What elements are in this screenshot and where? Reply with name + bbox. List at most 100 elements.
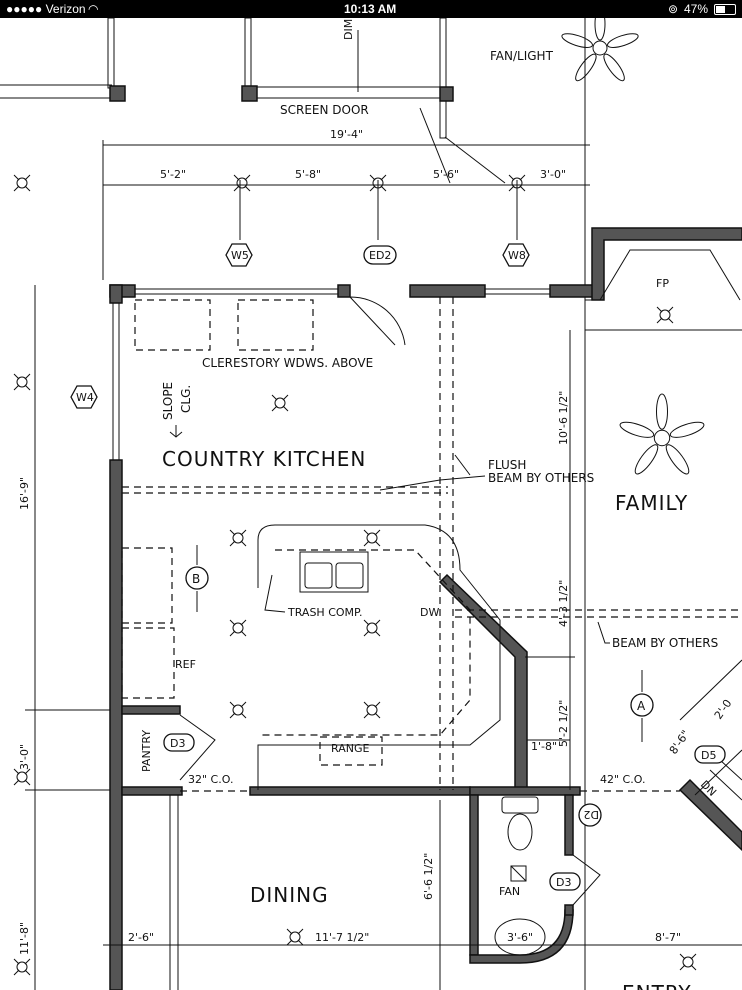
carrier: ●●●●● Verizon — [6, 2, 86, 16]
pantry-door — [179, 714, 216, 781]
battery-icon — [714, 4, 736, 15]
clock: 10:13 AM — [344, 2, 397, 16]
room-country-kitchen: COUNTRY KITCHEN — [162, 447, 366, 471]
svg-text:W5: W5 — [231, 249, 249, 262]
bath-door — [572, 854, 601, 906]
dim-5-6: 5'-6" — [433, 168, 459, 181]
dim-3-0-left: 3'-0" — [18, 744, 31, 770]
dim-stair-8-6: 8'-6" — [667, 728, 693, 757]
light-fixture-icon — [13, 174, 31, 192]
svg-text:D2: D2 — [584, 808, 599, 821]
note-dw: DW — [420, 606, 439, 619]
flush-beam-leader — [379, 454, 486, 491]
svg-text:B: B — [192, 572, 200, 586]
note-clerestory: CLERESTORY WDWS. ABOVE — [202, 356, 373, 370]
note-clg: CLG. — [179, 385, 193, 413]
svg-text:W4: W4 — [76, 391, 94, 404]
light-fixture-icon — [286, 928, 304, 946]
dim-8-7: 8'-7" — [655, 931, 681, 944]
tag-d3-bath: D3 — [549, 872, 581, 891]
dim-2-6: 2'-6" — [128, 931, 154, 944]
elevation-marker-a: A — [630, 670, 654, 742]
trash-comp-leader — [264, 574, 286, 613]
walls — [109, 227, 742, 990]
light-fixture-icon — [679, 953, 697, 971]
beam-leader — [597, 621, 610, 644]
light-fixture-icon — [369, 174, 387, 192]
note-flush-beam: BEAM BY OTHERS — [488, 471, 594, 485]
light-fixture-icon — [229, 619, 247, 637]
dim-3-6: 3'-6" — [507, 931, 533, 944]
dim-3-0: 3'-0" — [540, 168, 566, 181]
dim-1-8: 1'-8" — [531, 740, 557, 753]
slope-arrow-icon — [169, 425, 183, 438]
note-pantry: PANTRY — [140, 730, 153, 772]
svg-text:D5: D5 — [701, 749, 716, 762]
floor-plan[interactable]: DIM 19'-4" 5'-2" 5'-8" 5'-6" 3'-0" SCREE… — [0, 18, 742, 990]
light-fixture-icon — [233, 174, 251, 192]
light-fixture-icon — [229, 529, 247, 547]
light-fixture-icon — [13, 373, 31, 391]
note-slope: SLOPE — [161, 382, 175, 420]
status-bar: ●●●●● Verizon ◠ 10:13 AM ⊚ 47% — [0, 0, 742, 18]
svg-text:D3: D3 — [170, 737, 185, 750]
porch-framing — [0, 18, 586, 990]
screen-door-leader — [419, 107, 451, 184]
note-fan: FAN — [499, 885, 520, 898]
light-fixture-icon — [508, 174, 526, 192]
light-fixture-icon — [13, 958, 31, 976]
svg-text:D3: D3 — [556, 876, 571, 889]
note-42-co: 42" C.O. — [600, 773, 645, 786]
left-dimensions — [25, 285, 742, 990]
dim-5-2-half: 5'-2 1/2" — [557, 700, 570, 747]
dim-6-6-half: 6'-6 1/2" — [422, 853, 435, 900]
note-trash-comp: TRASH COMP. — [287, 606, 362, 619]
room-family: FAMILY — [615, 491, 688, 515]
top-dimensions — [102, 140, 590, 280]
room-entry: ENTRY — [622, 981, 692, 990]
screen-door — [444, 136, 506, 184]
note-fp: FP — [656, 277, 669, 290]
svg-text:W8: W8 — [508, 249, 526, 262]
ceiling-fan-icon — [561, 18, 639, 82]
light-fixture-icon — [363, 619, 381, 637]
light-fixture-icon — [13, 768, 31, 786]
note-screen-door: SCREEN DOOR — [280, 103, 369, 117]
note-range: RANGE — [331, 742, 369, 755]
bath-fixtures — [494, 796, 546, 956]
dim-stair-2-0: 2'-0 — [712, 697, 735, 722]
light-fixture-icon — [363, 529, 381, 547]
battery-percent: 47% — [684, 2, 709, 16]
tag-d2: D2 — [578, 803, 602, 827]
light-fixture-icon — [271, 394, 289, 412]
tag-d5: D5 — [694, 745, 726, 764]
note-flush: FLUSH — [488, 458, 526, 472]
dim-16-9: 16'-9" — [18, 477, 31, 510]
note-beam-by-others: BEAM BY OTHERS — [612, 636, 718, 650]
stairs — [679, 659, 742, 801]
dim-overall-top: 19'-4" — [330, 128, 363, 141]
tag-w8: W8 — [502, 243, 530, 267]
dashed-elements — [121, 297, 742, 792]
kitchen-counter — [257, 524, 501, 790]
dim-11-8: 11'-8" — [18, 922, 31, 955]
dim-5-8: 5'-8" — [295, 168, 321, 181]
dim-10-6-half: 10'-6 1/2" — [557, 391, 570, 445]
wifi-icon: ◠ — [88, 2, 99, 16]
svg-text:ED2: ED2 — [369, 249, 391, 262]
light-fixtures — [13, 174, 697, 976]
tag-w4: W4 — [70, 385, 98, 409]
dim-4-3-half: 4'-3 1/2" — [557, 580, 570, 627]
tag-w5: W5 — [225, 243, 253, 267]
dim-11-7-half: 11'-7 1/2" — [315, 931, 369, 944]
ceiling-fan-icon — [619, 393, 705, 475]
dim-5-2: 5'-2" — [160, 168, 186, 181]
kitchen-door — [349, 296, 406, 346]
rotation-lock-icon: ⊚ — [668, 2, 679, 16]
note-fan-light: FAN/LIGHT — [490, 49, 554, 63]
light-fixture-icon — [656, 306, 674, 324]
svg-text:A: A — [637, 699, 646, 713]
note-ref: REF — [175, 658, 196, 671]
ceiling-fans — [561, 18, 705, 475]
dim-label-partial: DIM — [342, 19, 355, 40]
